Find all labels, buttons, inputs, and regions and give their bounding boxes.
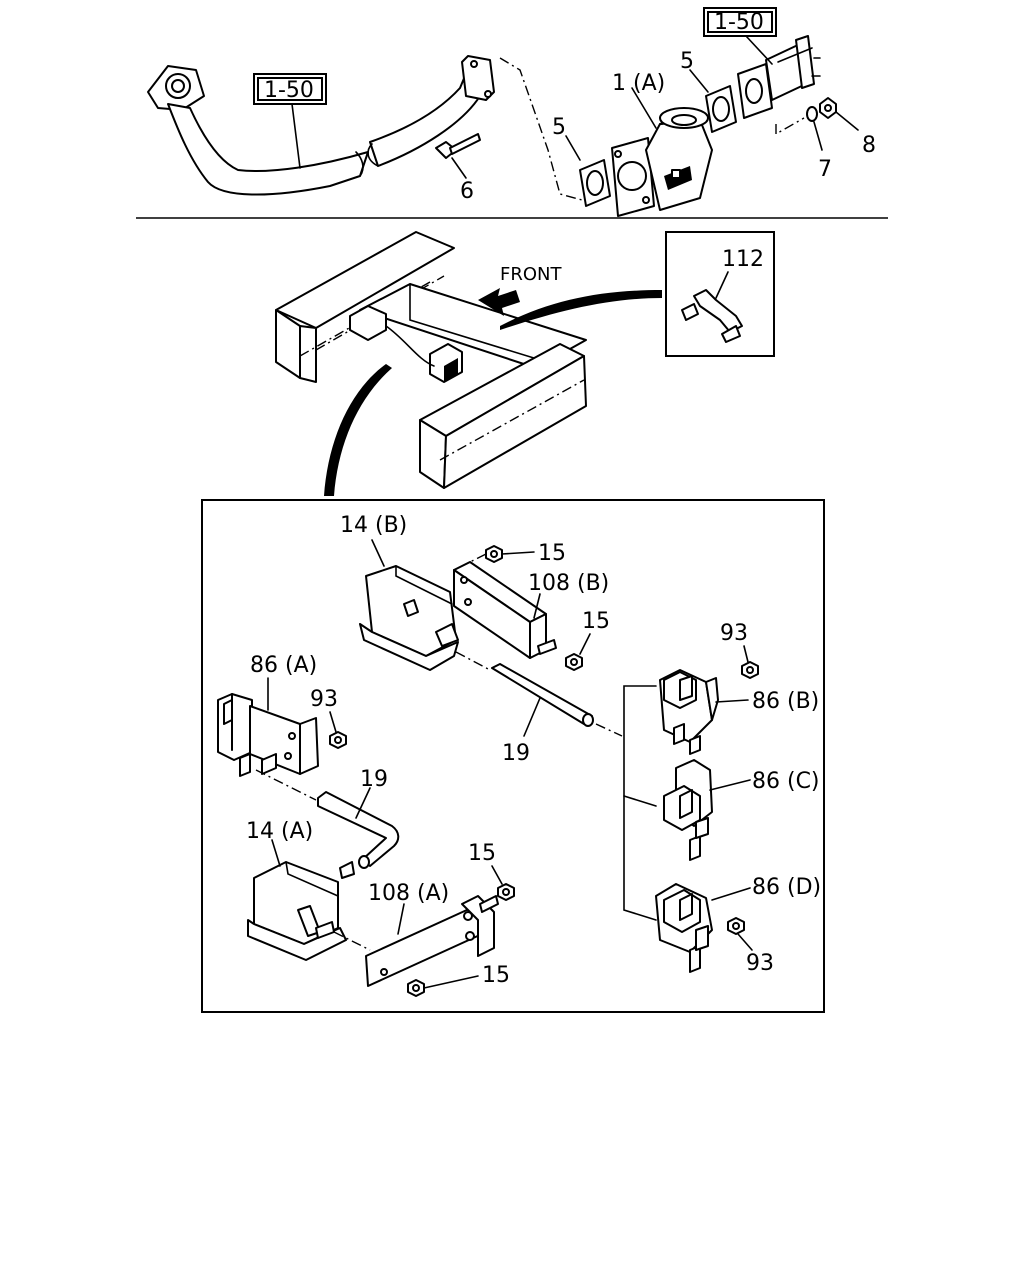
gasket-5-right: 5 [680,49,737,133]
label-19-lower: 19 [360,767,388,792]
nut-15-top: 15 [461,541,566,567]
label-8: 8 [862,133,876,158]
ref-label-left: 1-50 [264,78,314,103]
bolt-6: 6 [435,133,481,204]
label-7: 7 [818,157,832,182]
part-14a: 14 (A) [246,819,355,961]
hose-19-upper: 19 [491,663,594,766]
washer-7: 7 [806,106,832,182]
centerline-hose-solenoid [595,723,623,737]
label-15-top: 15 [538,541,566,566]
label-5-right: 5 [680,49,694,74]
label-6: 6 [460,179,474,204]
solenoid-group-tick-mid [623,795,657,807]
ref-box-right: 1-50 [703,7,777,65]
label-19-upper: 19 [502,741,530,766]
nut-8: 8 [819,97,876,158]
label-15-right: 15 [582,609,610,634]
detail-frame [201,499,825,1013]
solenoid-group-bracket [623,685,657,921]
exhaust-pipe-assembly [147,55,495,196]
centerline-pipe-brake [499,57,583,201]
label-86c: 86 (C) [752,769,820,794]
label-86a: 86 (A) [250,653,317,678]
chassis-frame [275,231,587,489]
nut-93-right-bottom: 93 [727,917,774,976]
ref-label-right: 1-50 [714,10,764,35]
gasket-5-left: 5 [552,115,611,207]
label-15-bracket-bottom: 15 [482,963,510,988]
centerline-14b-hose [455,651,491,671]
solenoid-86b: 86 (B) [659,669,819,755]
detail-box-112: 112 [665,231,775,357]
centerline-86a-hose [255,769,317,801]
label-15-bracket-top: 15 [468,841,496,866]
label-86d: 86 (D) [752,875,821,900]
nut-15-bracket-top: 15 [468,841,515,901]
front-label: FRONT [500,264,562,285]
centerline-14a-bracket [333,931,371,951]
exhaust-brake-1a: 1 (A) [611,71,713,217]
label-93-left: 93 [310,687,338,712]
label-108b: 108 (B) [528,571,609,596]
bracket-108a: 108 (A) [365,881,499,987]
hose-19-lower: 19 [317,767,400,869]
label-86b: 86 (B) [752,689,819,714]
centerline-stud [775,117,805,136]
label-93-right-top: 93 [720,621,748,646]
label-1a: 1 (A) [612,71,665,96]
callout-arc-to-detail [500,290,662,330]
solenoid-86c: 86 (C) [663,759,820,861]
label-108a: 108 (A) [368,881,449,906]
label-14b: 14 (B) [340,513,407,538]
part-14b: 14 (B) [340,513,459,671]
label-112: 112 [722,247,764,272]
solenoid-86d: 86 (D) [655,875,821,973]
label-93-right-bottom: 93 [746,951,774,976]
ref-box-left: 1-50 [253,73,327,169]
nut-15-right: 15 [537,609,610,671]
nut-93-right-top: 93 [720,621,759,679]
solenoid-86a: 86 (A) [217,653,319,777]
front-arrow: FRONT [478,264,562,316]
callout-arc-to-box [324,364,392,496]
nut-93-left: 93 [310,687,347,749]
tail-pipe-flange [737,35,821,119]
label-14a: 14 (A) [246,819,313,844]
nut-15-bracket-bottom: 15 [407,963,510,997]
label-5-left: 5 [552,115,566,140]
